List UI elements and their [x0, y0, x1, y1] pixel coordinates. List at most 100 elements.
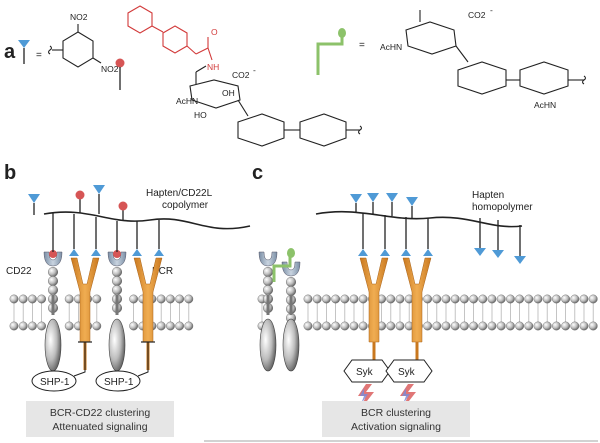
- lipid-head: [331, 294, 340, 304]
- lipid-head: [579, 321, 589, 331]
- lipid-head: [432, 294, 442, 304]
- cd22-label: CD22: [6, 266, 32, 277]
- lipid-head: [469, 321, 478, 331]
- ligand-pendant: [75, 190, 85, 200]
- hapten-pendant: [406, 197, 418, 206]
- lipid-head: [561, 294, 570, 304]
- lipid-head: [92, 294, 102, 304]
- no2-top: NO2: [70, 12, 88, 22]
- ligand-bound: [113, 250, 121, 258]
- lipid-head: [358, 294, 368, 304]
- hapten-pendant: [367, 193, 379, 202]
- lipid-head: [64, 294, 74, 304]
- hapten-bound: [91, 249, 101, 256]
- membrane-b: [9, 294, 194, 331]
- shp1-b: SHP-1: [95, 370, 141, 392]
- shp1-a: SHP-1: [31, 370, 77, 392]
- cd22-head: [107, 251, 127, 267]
- syk-a: Syk: [343, 359, 391, 383]
- cd22-domain: [263, 285, 274, 296]
- lipid-head: [459, 294, 469, 304]
- lipid-head: [303, 321, 313, 331]
- cd22-receptors-c: [258, 251, 301, 372]
- green-ligand-symbol: =: [316, 28, 365, 75]
- panel-b: b Hapten/CD22L copolymer CD22 BCR SHP-1 …: [4, 162, 251, 437]
- lipid-head: [9, 294, 19, 304]
- svg-text:Syk: Syk: [398, 367, 416, 378]
- co2-right: CO2: [468, 10, 486, 20]
- lipid-head: [524, 321, 534, 331]
- ligand-pendant: [118, 201, 128, 211]
- panel-a-letter: a: [4, 41, 16, 63]
- lipid-head: [441, 321, 451, 331]
- svg-text:SHP-1: SHP-1: [104, 377, 134, 388]
- lipid-head: [349, 294, 359, 304]
- bcr-body: [402, 257, 432, 343]
- lipid-head: [129, 294, 139, 304]
- copolymer-label-1: Hapten/CD22L: [146, 188, 213, 199]
- lipid-head: [487, 294, 497, 304]
- equals-sign: =: [36, 50, 42, 61]
- no2-bottom: NO2: [101, 64, 119, 74]
- lipid-head: [423, 294, 432, 304]
- lipid-head: [450, 321, 460, 331]
- sialoside-structure-left: CO2 - AcHN HO OH: [176, 65, 363, 147]
- bcr-tail: [415, 342, 419, 370]
- bcr-receptors-c: [358, 249, 433, 370]
- cd22-cytoplasmic-tail: [259, 318, 277, 372]
- lipid-head: [156, 294, 166, 304]
- hapten-bound: [380, 249, 390, 256]
- lipid-head: [395, 321, 405, 331]
- lipid-head: [478, 321, 488, 331]
- lipid-head: [496, 294, 506, 304]
- cd22-domain: [263, 276, 274, 287]
- lipid-head: [156, 321, 166, 331]
- hapten-bound: [401, 249, 411, 256]
- cd22-cytoplasmic-tail: [44, 318, 62, 372]
- lipid-head: [542, 321, 552, 331]
- lipid-head: [37, 294, 46, 304]
- amide-nh: NH: [207, 62, 219, 72]
- lipid-head: [184, 321, 194, 331]
- lipid-head: [358, 321, 368, 331]
- homopolymer-label-1: Hapten: [472, 190, 504, 201]
- lipid-head: [450, 294, 460, 304]
- lipid-head: [570, 321, 580, 331]
- lipid-head: [423, 321, 432, 331]
- homopolymer-backbone: [315, 210, 523, 228]
- cd22-head: [258, 251, 278, 267]
- oh-left: OH: [222, 88, 235, 98]
- lipid-head: [515, 321, 524, 331]
- co2-left: CO2: [232, 70, 250, 80]
- lipid-head: [184, 294, 194, 304]
- lipid-head: [459, 321, 469, 331]
- lipid-head: [552, 321, 561, 331]
- lipid-head: [349, 321, 359, 331]
- lipid-head: [386, 294, 396, 304]
- lipid-head: [175, 294, 185, 304]
- result-box-b: BCR-CD22 clustering Attenuated signaling: [26, 401, 174, 437]
- hapten-pendant: [350, 194, 362, 203]
- green-ligand-bound: [272, 256, 292, 282]
- cd22-domain: [48, 285, 59, 296]
- sialoside-structure-right: CO2 - AcHN AcHN: [380, 5, 587, 110]
- homopolymer-label-2: homopolymer: [472, 202, 533, 213]
- lipid-head: [340, 321, 350, 331]
- ligand-symbol: [115, 58, 125, 90]
- lipid-head: [312, 294, 322, 304]
- carbonyl-o: O: [211, 27, 218, 37]
- cd22-domain: [48, 276, 59, 287]
- result-c-line-2: Activation signaling: [351, 421, 441, 433]
- hapten-pendant: [28, 194, 40, 203]
- cd22-domain: [111, 267, 122, 278]
- svg-text:Syk: Syk: [356, 367, 374, 378]
- lipid-head: [340, 294, 350, 304]
- lipid-head: [165, 321, 175, 331]
- lipid-head: [129, 321, 139, 331]
- panel-a: a = NO2 NO2: [4, 5, 587, 147]
- syk-b: Syk: [385, 359, 433, 383]
- lipid-head: [496, 321, 506, 331]
- cd22-head: [43, 251, 63, 267]
- lipid-head: [28, 321, 37, 331]
- hapten-pendant: [474, 248, 486, 256]
